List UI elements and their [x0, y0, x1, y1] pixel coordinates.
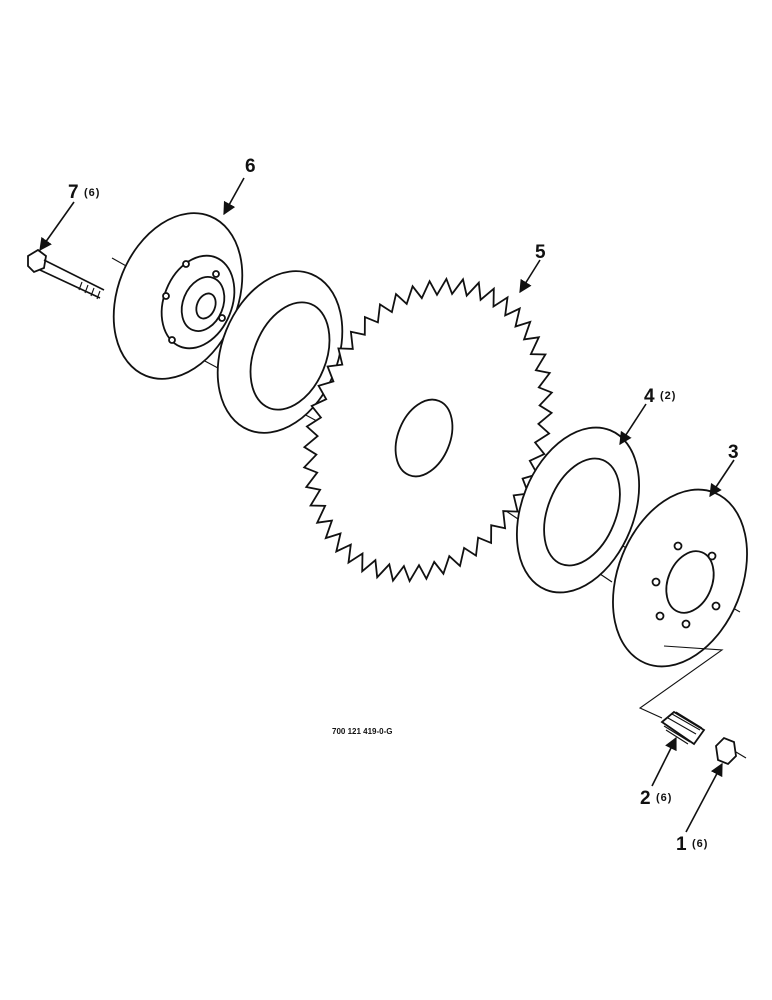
- part-6-hub-flange: [112, 212, 244, 380]
- callout-1-qty: (6): [692, 838, 708, 850]
- callout-2-qty: (6): [656, 792, 672, 804]
- callout-4-qty: (2): [660, 390, 676, 402]
- callout-3-number: 3: [728, 442, 739, 463]
- callout-7-qty: (6): [84, 187, 100, 199]
- spacer-ring: [216, 270, 344, 434]
- callout-5: 5: [535, 242, 546, 263]
- part-7-bolt: [27, 248, 105, 300]
- part-1-nut: [715, 736, 747, 766]
- callout-6: 6: [245, 156, 256, 177]
- callout-5-number: 5: [535, 242, 546, 263]
- part-3-plate: [612, 488, 748, 668]
- part-5-sprocket: [302, 276, 554, 584]
- callout-7-number: 7: [68, 182, 79, 203]
- callout-4: 4 (2): [644, 386, 676, 407]
- callout-1-number: 1: [676, 834, 687, 855]
- part-4-washer: [515, 426, 641, 594]
- callout-1: 1 (6): [676, 834, 708, 855]
- callout-6-number: 6: [245, 156, 256, 177]
- callout-4-number: 4: [644, 386, 655, 407]
- callout-arrows: [39, 177, 735, 833]
- callout-2: 2 (6): [640, 788, 672, 809]
- drawing-code: 700 121 419-0-G: [332, 727, 393, 736]
- callout-3: 3: [728, 442, 739, 463]
- callout-2-number: 2: [640, 788, 651, 809]
- assembly-leader: [638, 645, 724, 719]
- callout-7: 7 (6): [68, 182, 100, 203]
- part-2-spring: [660, 710, 706, 746]
